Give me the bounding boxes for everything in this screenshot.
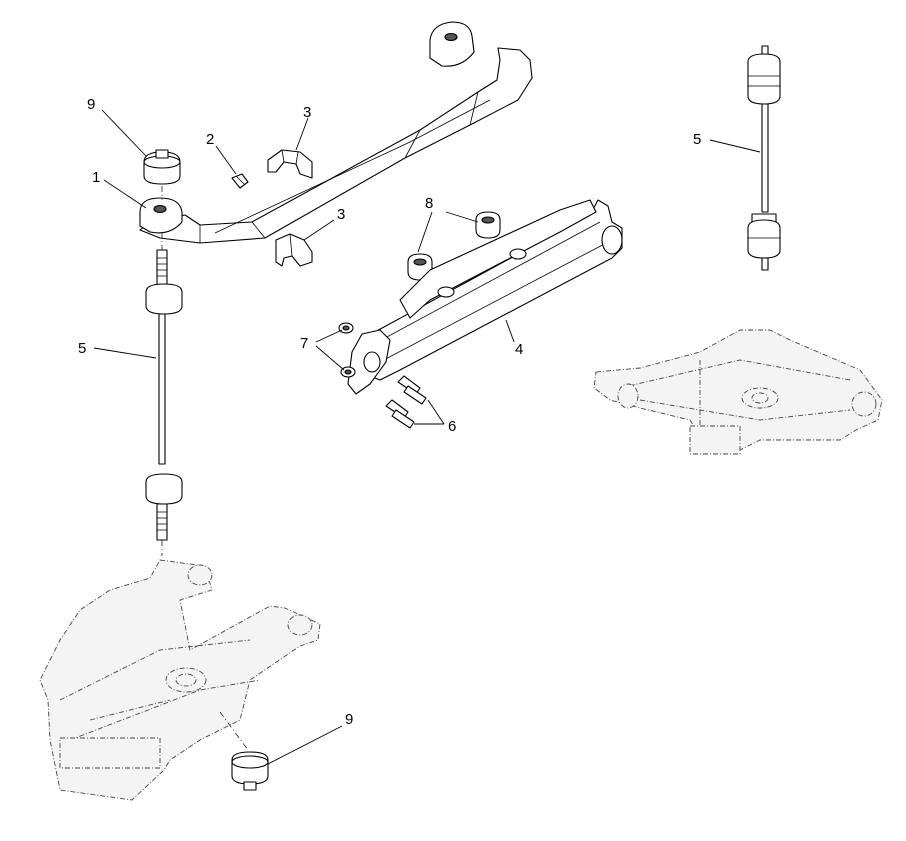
callout-6: 6 [448, 418, 456, 435]
lower-control-arm-left [39, 559, 321, 801]
bolts-part-6 [385, 375, 427, 429]
callout-labels: 9 1 2 3 3 5 8 4 7 6 5 9 [78, 96, 701, 728]
stabilizer-link-left-part-5 [145, 232, 183, 556]
callout-3-lower: 3 [337, 206, 345, 223]
callout-4: 4 [515, 341, 523, 358]
clamp-upper-part-3 [267, 149, 313, 179]
callout-9-lower: 9 [345, 711, 353, 728]
callout-5-left: 5 [78, 340, 86, 357]
callout-1: 1 [92, 169, 100, 186]
stabilizer-link-right-part-5 [747, 45, 781, 271]
callout-2: 2 [206, 131, 214, 148]
nut-part-2 [231, 173, 249, 189]
lower-bushing-part-9 [231, 751, 269, 791]
upper-bushing-part-9 [143, 149, 181, 200]
washers-part-7 [338, 322, 356, 378]
leader-lines [93, 109, 761, 765]
callout-8: 8 [425, 195, 433, 212]
clamp-lower-part-3 [275, 233, 313, 267]
stabilizer-bar [139, 21, 533, 244]
callout-7: 7 [300, 335, 308, 352]
callout-5-right: 5 [693, 131, 701, 148]
callout-9-upper: 9 [87, 96, 95, 113]
lower-control-arm-right [593, 329, 883, 455]
crossmember-part-4 [347, 199, 623, 395]
callout-3-upper: 3 [303, 104, 311, 121]
